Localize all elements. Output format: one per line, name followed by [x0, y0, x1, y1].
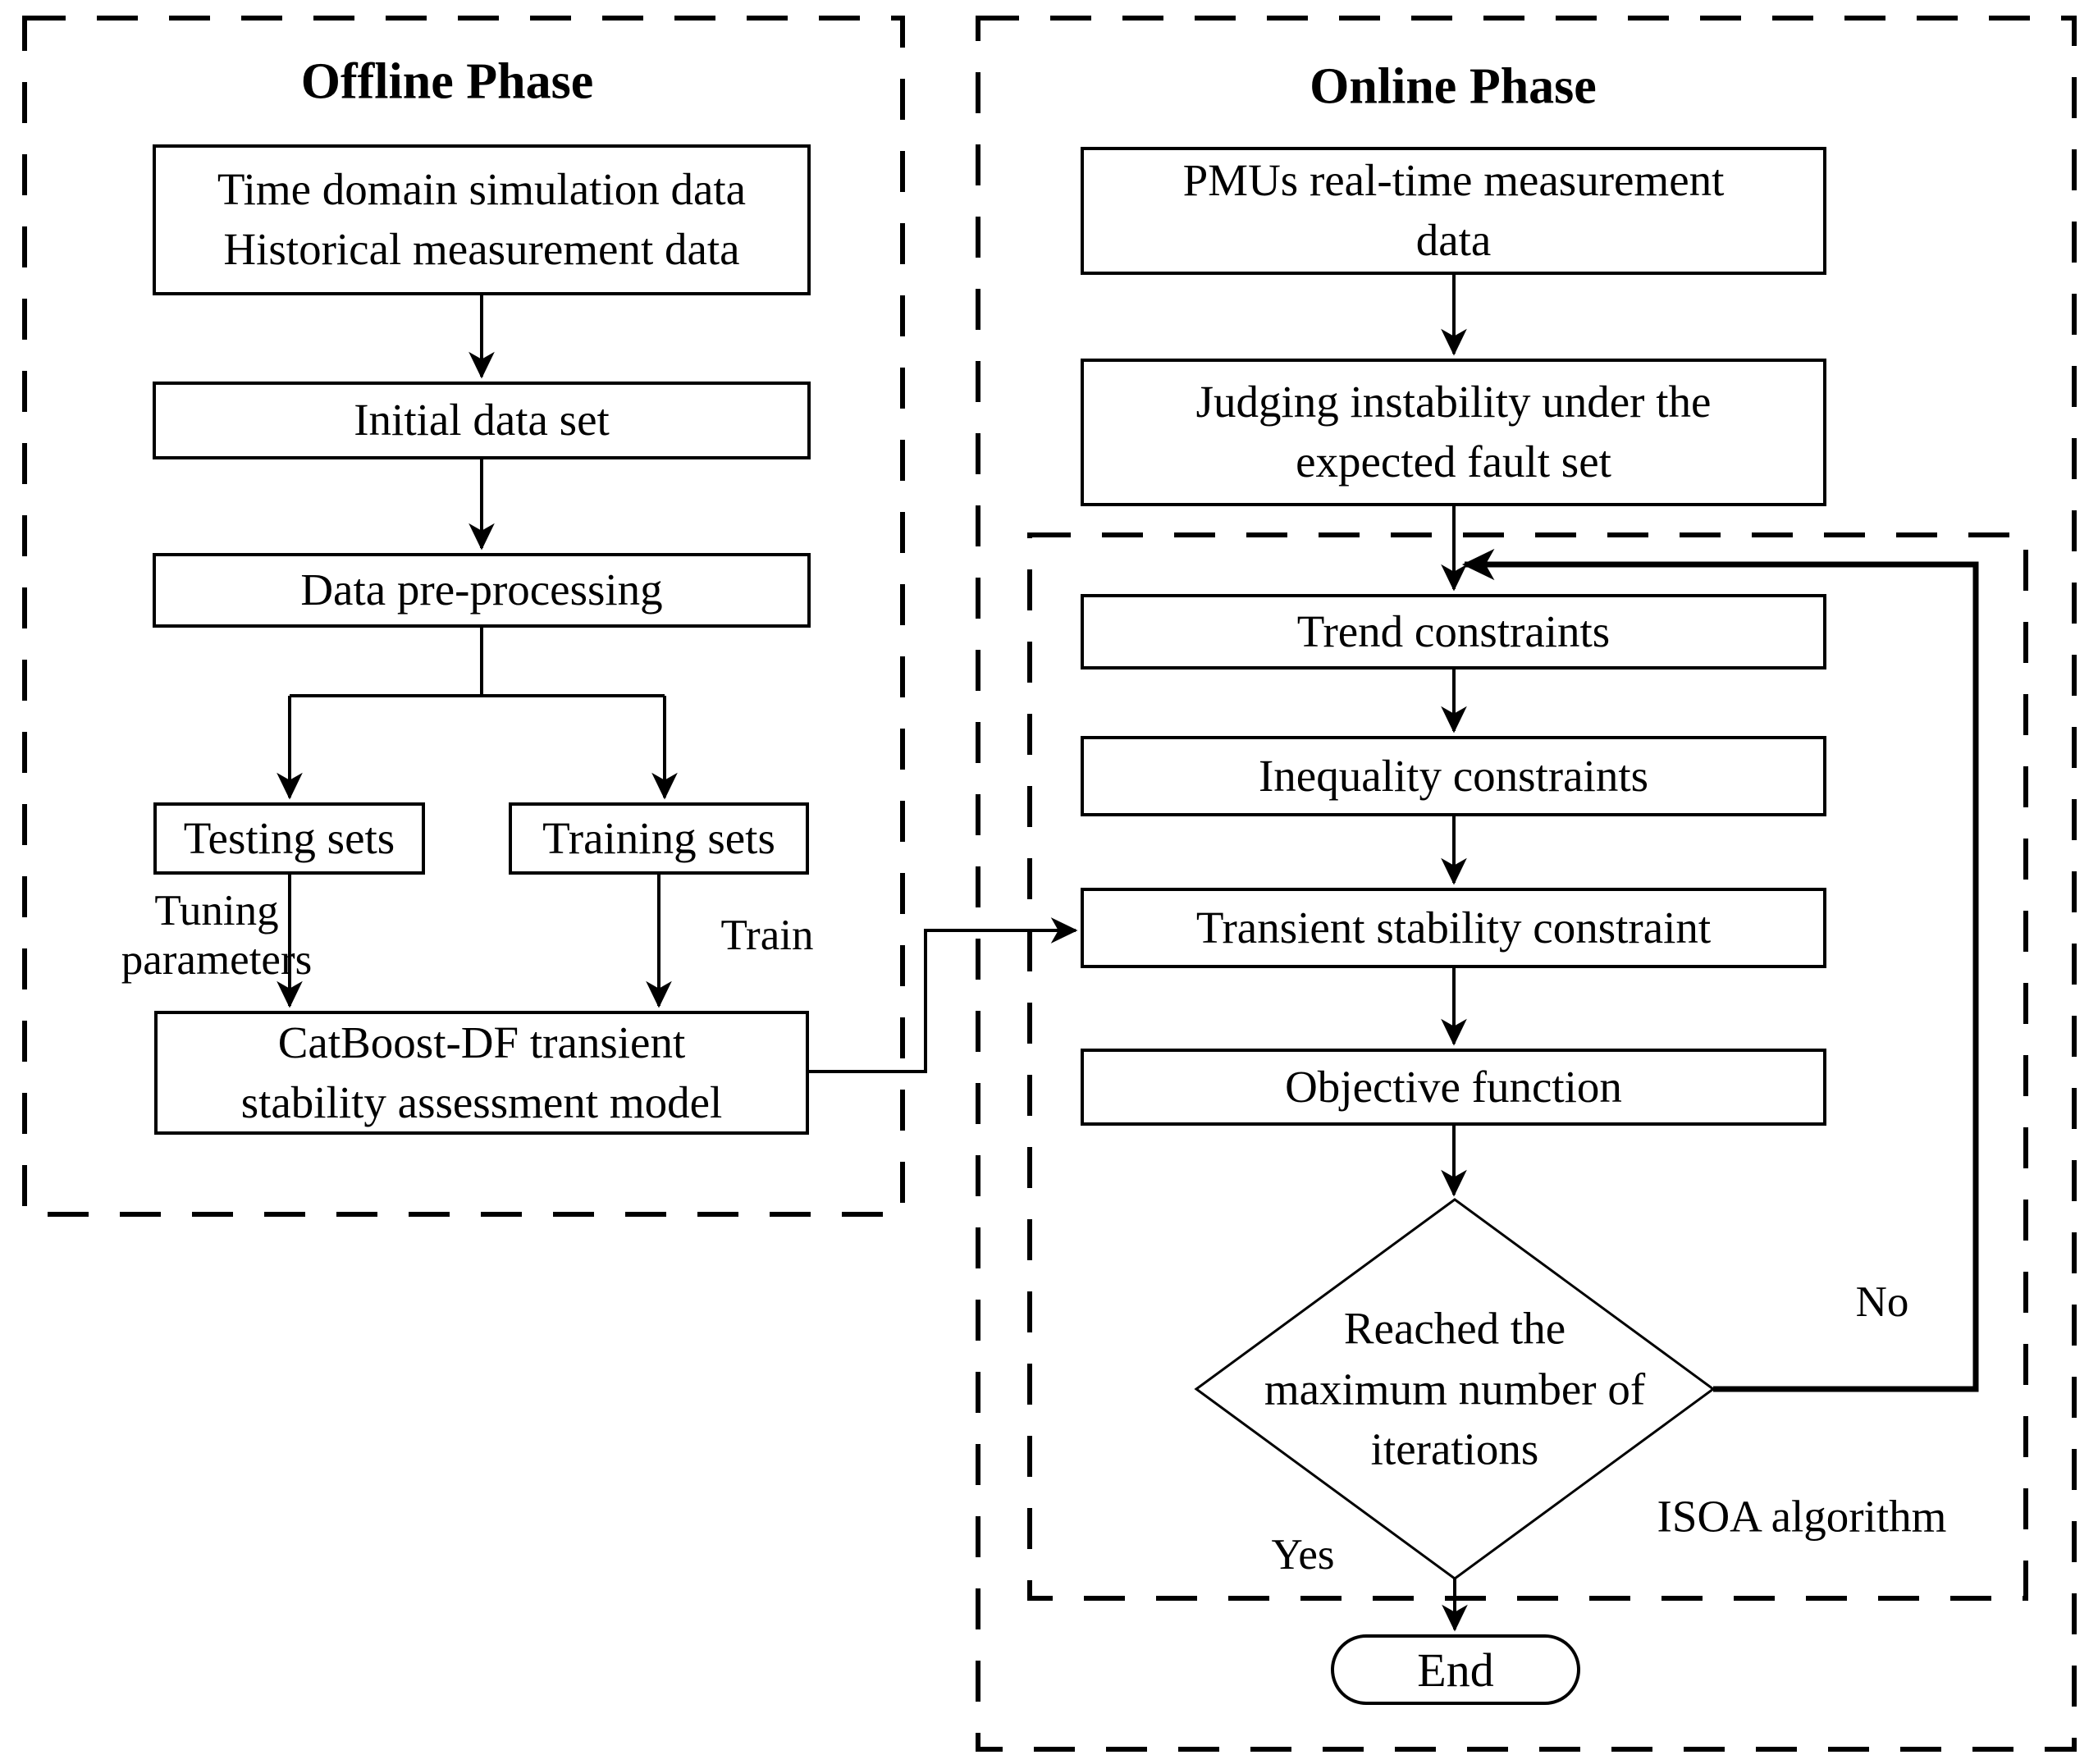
online-phase-container	[976, 16, 2077, 1752]
node-text-line: End	[1417, 1643, 1494, 1697]
node-text-line: Inequality constraints	[1258, 750, 1649, 801]
node-objective-function: Objective function	[1081, 1049, 1826, 1126]
isoa-algorithm-container	[1027, 532, 2028, 1601]
node-simulation-historical-data: Time domain simulation data Historical m…	[153, 144, 811, 295]
node-trend-constraints: Trend constraints	[1081, 594, 1826, 669]
node-data-preprocessing: Data pre-processing	[153, 553, 811, 628]
node-text-line: Initial data set	[354, 395, 610, 446]
node-text-line: Training sets	[542, 812, 775, 863]
node-text-line: expected fault set	[1296, 436, 1611, 487]
decision-text-line: Reached the	[1343, 1303, 1566, 1354]
node-pmu-measurement-data: PMUs real-time measurement data	[1081, 147, 1826, 275]
node-text-line: Data pre-processing	[300, 564, 663, 615]
node-text-line: Objective function	[1285, 1061, 1622, 1112]
arrow-model-to-transient	[809, 917, 1078, 1073]
node-text-line: Trend constraints	[1296, 606, 1611, 656]
node-transient-stability-constraint: Transient stability constraint	[1081, 888, 1826, 968]
node-text-line: data	[1415, 215, 1492, 265]
branch-line	[290, 628, 665, 697]
node-testing-sets: Testing sets	[153, 802, 425, 875]
edge-label-train: Train	[720, 912, 814, 959]
node-text-line: Transient stability constraint	[1195, 902, 1712, 953]
decision-text-line: maximum number of	[1264, 1364, 1646, 1414]
edge-label-line: Tuning	[154, 887, 279, 935]
node-judging-instability: Judging instability under the expected f…	[1081, 359, 1826, 506]
isoa-algorithm-label: ISOA algorithm	[1657, 1491, 1947, 1542]
edge-label-line: parameters	[121, 936, 313, 984]
node-text-line: Judging instability under the	[1195, 377, 1712, 427]
offline-phase-title: Offline Phase	[300, 53, 594, 110]
node-text-line: Historical measurement data	[223, 224, 740, 274]
node-end-terminator: End	[1331, 1634, 1580, 1705]
edge-label-tuning-parameters: Tuning parameters	[121, 886, 312, 985]
offline-phase-container	[22, 16, 905, 1217]
node-training-sets: Training sets	[509, 802, 809, 875]
decision-diamond-text: Reached the maximum number of iterations	[1264, 1298, 1645, 1479]
online-phase-title: Online Phase	[1310, 58, 1597, 115]
node-text-line: PMUs real-time measurement	[1182, 155, 1725, 206]
node-text-line: Time domain simulation data	[217, 164, 747, 215]
edge-label-no: No	[1855, 1278, 1909, 1326]
node-text-line: Testing sets	[183, 812, 395, 863]
no-feedback-loop	[1461, 548, 1979, 1392]
decision-text-line: iterations	[1370, 1424, 1539, 1474]
node-inequality-constraints: Inequality constraints	[1081, 736, 1826, 816]
node-text-line: stability assessment model	[240, 1076, 723, 1127]
decision-diamond	[1194, 1198, 1716, 1580]
node-text-line: CatBoost-DF transient	[277, 1017, 686, 1067]
node-initial-data-set: Initial data set	[153, 382, 811, 459]
node-catboost-df-model: CatBoost-DF transient stability assessme…	[154, 1011, 809, 1135]
edge-label-yes: Yes	[1271, 1531, 1335, 1579]
